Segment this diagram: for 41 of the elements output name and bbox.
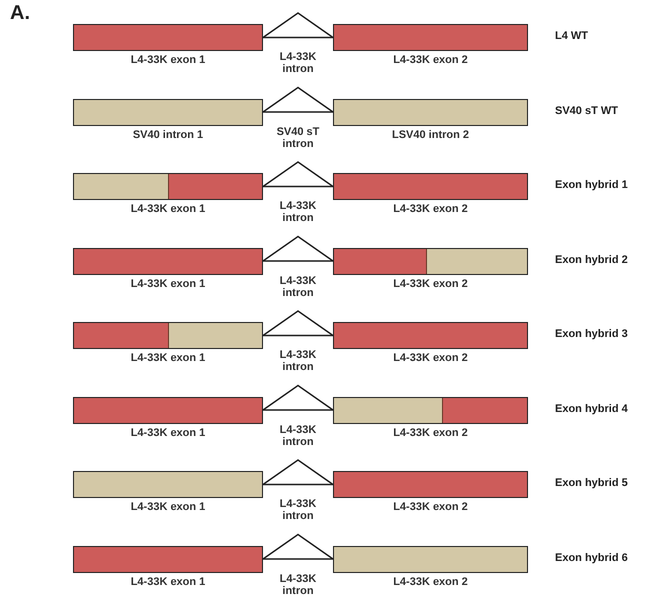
panel-letter: A. bbox=[10, 2, 30, 25]
exon-label: L4-33K exon 1 bbox=[130, 501, 206, 513]
splice-line bbox=[262, 12, 334, 38]
intron-line bbox=[263, 36, 333, 38]
exon-label: L4-33K exon 2 bbox=[393, 278, 468, 290]
exon-label: L4-33K exon 2 bbox=[393, 352, 468, 364]
construct-name: L4 WT bbox=[555, 30, 588, 42]
splice-line bbox=[262, 310, 334, 336]
construct-name: Exon hybrid 2 bbox=[555, 254, 628, 266]
exon-label: L4-33K exon 2 bbox=[393, 54, 468, 66]
intron-line bbox=[263, 186, 333, 188]
splice-line bbox=[262, 236, 334, 262]
construct-name: Exon hybrid 1 bbox=[555, 179, 628, 191]
exon-label: LSV40 intron 2 bbox=[392, 128, 470, 140]
splice-line bbox=[262, 534, 334, 560]
intron-line bbox=[263, 260, 333, 262]
exon-label: L4-33K exon 2 bbox=[393, 501, 468, 513]
construct-name: Exon hybrid 3 bbox=[555, 328, 628, 340]
intron-line bbox=[263, 409, 333, 411]
intron-line bbox=[263, 111, 333, 113]
construct-name: Exon hybrid 6 bbox=[555, 552, 628, 564]
construct-name: Exon hybrid 5 bbox=[555, 477, 628, 489]
intron-line bbox=[263, 484, 333, 486]
exon-label: L4-33K exon 1 bbox=[130, 203, 206, 215]
exon-label: L4-33K exon 2 bbox=[393, 426, 468, 438]
intron-line bbox=[263, 558, 333, 560]
exon-label: L4-33K exon 1 bbox=[130, 426, 206, 438]
splice-line bbox=[262, 86, 334, 113]
exon-label: SV40 intron 1 bbox=[132, 128, 204, 140]
splice-line bbox=[262, 384, 334, 411]
construct-name: Exon hybrid 4 bbox=[555, 402, 628, 414]
exon-label: L4-33K exon 1 bbox=[130, 278, 206, 290]
splice-line bbox=[262, 161, 334, 188]
splice-line bbox=[262, 459, 334, 486]
construct-name: SV40 sT WT bbox=[555, 104, 618, 116]
exon-label: L4-33K exon 2 bbox=[393, 203, 468, 215]
intron-line bbox=[263, 334, 333, 336]
exon-label: L4-33K exon 1 bbox=[130, 54, 206, 66]
exon-label: L4-33K exon 1 bbox=[130, 576, 206, 588]
exon-label: L4-33K exon 2 bbox=[393, 576, 468, 588]
exon-label: L4-33K exon 1 bbox=[130, 352, 206, 364]
